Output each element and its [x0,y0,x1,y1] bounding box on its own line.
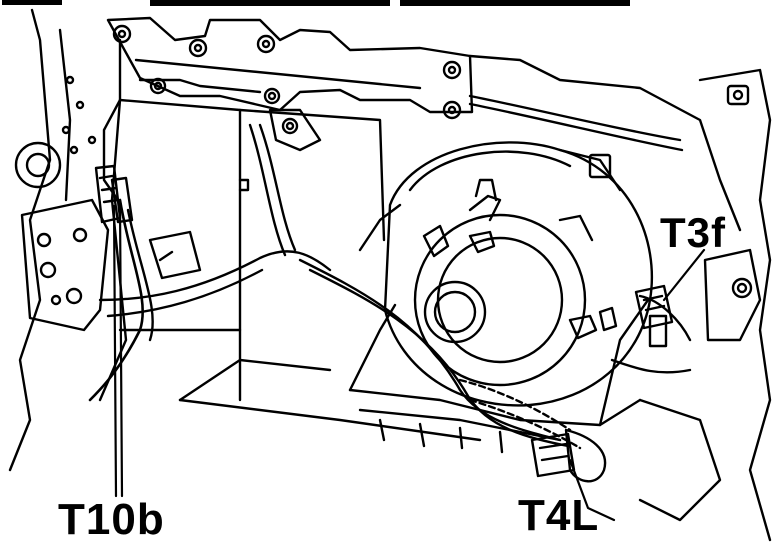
leader-t4l [568,458,616,522]
leader-t3f [662,248,706,302]
caption-fragment [2,0,630,6]
evaporator-housing [98,98,482,442]
top-mounting-bracket [106,16,474,152]
blower-motor [413,178,618,387]
left-body-panel [8,8,122,472]
label-t3f: T3f [660,209,726,256]
leader-t10b [112,204,118,498]
label-t10b: T10b [58,495,165,544]
connector-t3f [634,284,674,330]
blower-scroll-housing [348,141,654,454]
leader-lines [112,204,706,522]
label-t4l: T4L [518,491,600,540]
right-frame [468,54,772,542]
